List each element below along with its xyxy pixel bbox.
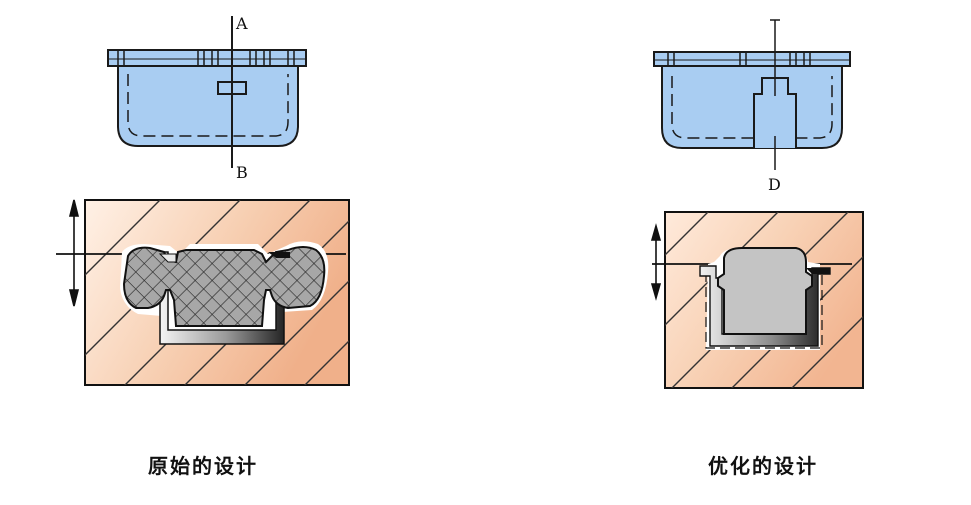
right-motion-arrow — [650, 223, 662, 301]
right-part-view: D — [653, 19, 851, 194]
caption-original-design: 原始的设计 — [148, 454, 258, 478]
right-label-d: D — [768, 175, 781, 194]
left-mold-section — [56, 199, 350, 386]
left-part-flange — [107, 49, 307, 67]
right-part-body — [661, 65, 843, 149]
left-label-a: A — [235, 14, 248, 33]
right-mold-section — [650, 211, 864, 389]
left-part-body — [117, 65, 299, 147]
right-plastic-part — [717, 247, 813, 335]
right-part-flange — [653, 51, 851, 67]
left-motion-arrow — [68, 199, 80, 307]
left-part-view: A B — [107, 14, 307, 182]
left-label-b: B — [236, 163, 248, 182]
caption-optimized-design: 优化的设计 — [708, 454, 818, 478]
left-plastic-part — [122, 246, 326, 327]
